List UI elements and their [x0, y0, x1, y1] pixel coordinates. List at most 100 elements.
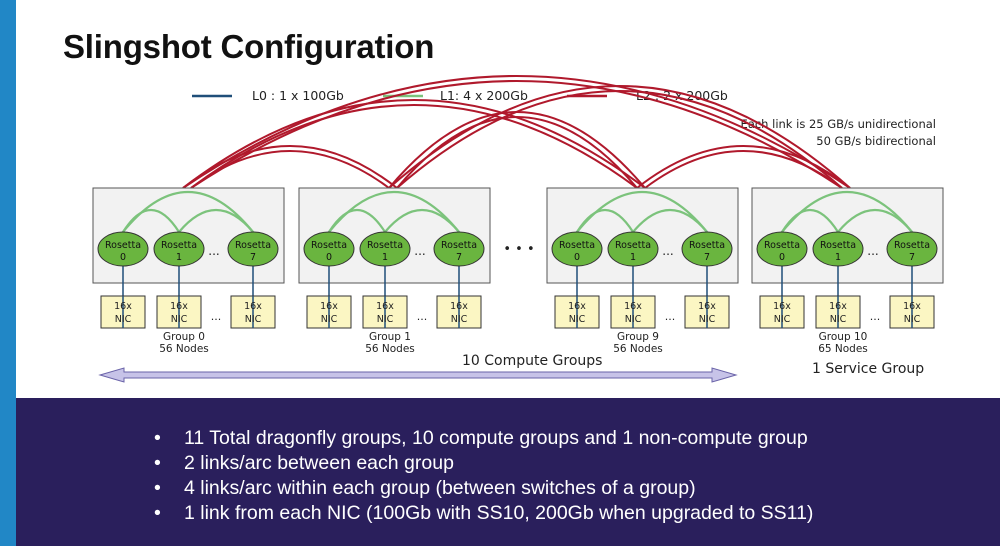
nic-label: NIC: [451, 314, 468, 325]
rosetta-switch: [756, 231, 808, 267]
nic-label: 16x: [624, 301, 642, 312]
switch-index: 0: [120, 252, 126, 263]
l1-link: [328, 190, 460, 233]
switch-index: 1: [176, 252, 182, 263]
switch-ellipsis: ...: [414, 244, 425, 258]
nic-label: 16x: [244, 301, 262, 312]
compute-groups-label: 10 Compute Groups: [462, 353, 602, 369]
switch-label: Rosetta: [105, 240, 141, 251]
l2-link: [182, 75, 851, 189]
switch-label: Rosetta: [820, 240, 856, 251]
nic-label: 16x: [773, 301, 791, 312]
bullet-list: 11 Total dragonfly groups, 10 compute gr…: [154, 426, 813, 526]
bullet-item: 1 link from each NIC (100Gb with SS10, 2…: [154, 501, 813, 526]
nic-label: 16x: [114, 301, 132, 312]
switch-label: Rosetta: [441, 240, 477, 251]
switch-ellipsis: ...: [662, 244, 673, 258]
nic-ellipsis: ...: [417, 310, 428, 323]
switch-index: 7: [704, 252, 710, 263]
group-name: Group 9: [617, 331, 659, 343]
rosetta-switch: [359, 231, 411, 267]
nic-label: 16x: [698, 301, 716, 312]
switch-index: 0: [326, 252, 332, 263]
l2-link: [190, 80, 843, 189]
rosetta-switch: [886, 231, 938, 267]
l2-link: [190, 104, 638, 189]
nic-label: NIC: [377, 314, 394, 325]
nic-ellipsis: ...: [211, 310, 222, 323]
bullet-item: 4 links/arc within each group (between s…: [154, 476, 813, 501]
switch-ellipsis: ...: [208, 244, 219, 258]
switch-index: 7: [250, 252, 256, 263]
bottom-panel: 11 Total dragonfly groups, 10 compute gr…: [16, 398, 1000, 546]
nic-ellipsis: ...: [665, 310, 676, 323]
slide-title: Slingshot Configuration: [63, 28, 435, 65]
switch-label: Rosetta: [615, 240, 651, 251]
compute-groups-arrow: [98, 367, 738, 383]
rosetta-switch: [97, 231, 149, 267]
nic-label: 16x: [376, 301, 394, 312]
l1-link: [122, 190, 254, 233]
group-nodes: 56 Nodes: [159, 343, 209, 355]
rosetta-switch: [227, 231, 279, 267]
nic-label: 16x: [903, 301, 921, 312]
switch-label: Rosetta: [689, 240, 725, 251]
legend-label: L2 : 2 x 200Gb: [636, 88, 728, 103]
switch-index: 0: [574, 252, 580, 263]
switch-label: Rosetta: [161, 240, 197, 251]
nic-ellipsis: ...: [870, 310, 881, 323]
l2-link: [396, 90, 843, 189]
nic-label: 16x: [170, 301, 188, 312]
nic-label: 16x: [320, 301, 338, 312]
nic-label: 16x: [829, 301, 847, 312]
l2-link: [182, 99, 646, 189]
group-nodes: 65 Nodes: [818, 343, 868, 355]
l2-link: [636, 145, 851, 189]
switch-label: Rosetta: [367, 240, 403, 251]
nic-label: NIC: [904, 314, 921, 325]
l2-link: [644, 150, 843, 189]
group-name: Group 10: [819, 331, 868, 343]
group-nodes: 56 Nodes: [365, 343, 415, 355]
group-name: Group 1: [369, 331, 411, 343]
service-group-label: 1 Service Group: [812, 361, 924, 377]
nic-label: NIC: [699, 314, 716, 325]
rosetta-switch: [607, 231, 659, 267]
nic-label: 16x: [450, 301, 468, 312]
nic-label: 16x: [568, 301, 586, 312]
switch-ellipsis: ...: [867, 244, 878, 258]
nic-label: NIC: [569, 314, 586, 325]
switch-index: 0: [779, 252, 785, 263]
left-accent-bar: [0, 0, 16, 546]
group-gap-dots: • • •: [503, 242, 534, 257]
rosetta-switch: [153, 231, 205, 267]
l2-link: [388, 85, 851, 189]
l1-link: [576, 190, 708, 233]
nic-label: NIC: [245, 314, 262, 325]
rosetta-switch: [812, 231, 864, 267]
switch-index: 7: [909, 252, 915, 263]
group-nodes: 56 Nodes: [613, 343, 663, 355]
rosetta-switch: [303, 231, 355, 267]
bullet-item: 2 links/arc between each group: [154, 451, 813, 476]
nic-label: NIC: [830, 314, 847, 325]
switch-index: 1: [835, 252, 841, 263]
switch-label: Rosetta: [764, 240, 800, 251]
switch-label: Rosetta: [235, 240, 271, 251]
nic-label: NIC: [321, 314, 338, 325]
nic-label: NIC: [115, 314, 132, 325]
nic-label: NIC: [774, 314, 791, 325]
switch-label: Rosetta: [894, 240, 930, 251]
group-name: Group 0: [163, 331, 205, 343]
switch-index: 1: [382, 252, 388, 263]
l1-link: [781, 190, 913, 233]
rosetta-switch: [551, 231, 603, 267]
rosetta-switch: [433, 231, 485, 267]
rosetta-switch: [681, 231, 733, 267]
switch-label: Rosetta: [311, 240, 347, 251]
switch-label: Rosetta: [559, 240, 595, 251]
switch-index: 1: [630, 252, 636, 263]
nic-label: NIC: [625, 314, 642, 325]
switch-index: 7: [456, 252, 462, 263]
